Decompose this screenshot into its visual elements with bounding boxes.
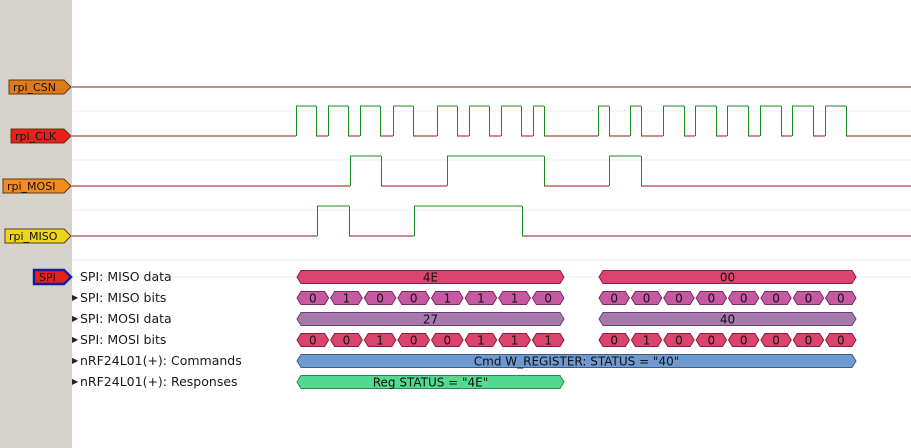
annotation-text: 0 bbox=[707, 292, 715, 306]
annotation-mosi[interactable]: 40 bbox=[598, 312, 857, 327]
annotation-miso[interactable]: 00 bbox=[598, 270, 857, 285]
annotation-row-label: SPI: MOSI bits bbox=[80, 332, 167, 347]
annotation-text: 0 bbox=[643, 292, 651, 306]
expand-row-arrow-icon[interactable]: ▶ bbox=[72, 293, 79, 302]
annotation-text: Cmd W_REGISTER: STATUS = "40" bbox=[474, 355, 680, 369]
annotation-text: 0 bbox=[610, 334, 618, 348]
annotation-text: 0 bbox=[376, 292, 384, 306]
annotation-mosi-bits[interactable]: 0 bbox=[430, 333, 464, 348]
annotation-text: 1 bbox=[511, 334, 519, 348]
annotation-mosi-bits[interactable]: 1 bbox=[363, 333, 397, 348]
annotation-text: 0 bbox=[410, 334, 418, 348]
decoder-name: SPI bbox=[39, 271, 56, 284]
annotation-text: 27 bbox=[423, 313, 438, 327]
annotation-text: 1 bbox=[544, 334, 552, 348]
annotation-text: 0 bbox=[610, 292, 618, 306]
expand-row-arrow-icon[interactable]: ▶ bbox=[72, 356, 79, 365]
annotation-miso-bits[interactable]: 0 bbox=[663, 291, 695, 306]
decoder-tag-spi[interactable]: SPI bbox=[32, 268, 73, 286]
annotation-row-label: SPI: MOSI data bbox=[80, 311, 172, 326]
annotation-text: 0 bbox=[309, 334, 317, 348]
annotation-text: 00 bbox=[720, 271, 735, 285]
annotation-mosi-bits[interactable]: 0 bbox=[695, 333, 728, 348]
annotation-mosi-bits[interactable]: 0 bbox=[663, 333, 695, 348]
annotation-miso-bits[interactable]: 1 bbox=[464, 291, 498, 306]
annotation-miso-bits[interactable]: 1 bbox=[430, 291, 464, 306]
annotation-miso-bits[interactable]: 0 bbox=[792, 291, 825, 306]
annotation-row-label: SPI: MISO data bbox=[80, 269, 172, 284]
annotation-text: 0 bbox=[707, 334, 715, 348]
annotation-row-label: nRF24L01(+): Commands bbox=[80, 353, 242, 368]
annotation-text: 40 bbox=[720, 313, 735, 327]
annotation-text: 0 bbox=[837, 292, 845, 306]
annotation-miso-bits[interactable]: 0 bbox=[531, 291, 565, 306]
annotation-text: 0 bbox=[675, 292, 683, 306]
annotation-text: 1 bbox=[511, 292, 519, 306]
channel-tag-rpi_MOSI[interactable]: rpi_MOSI bbox=[2, 178, 72, 194]
annotation-text: 1 bbox=[477, 292, 485, 306]
annotation-mosi-bits[interactable]: 0 bbox=[330, 333, 363, 348]
annotation-text: 0 bbox=[837, 334, 845, 348]
annotation-miso-bits[interactable]: 0 bbox=[363, 291, 397, 306]
annotation-mosi-bits[interactable]: 0 bbox=[296, 333, 330, 348]
annotation-text: 0 bbox=[740, 334, 748, 348]
annotation-text: 0 bbox=[772, 292, 780, 306]
expand-row-arrow-icon[interactable]: ▶ bbox=[72, 335, 79, 344]
channel-tag-rpi_CSN[interactable]: rpi_CSN bbox=[8, 79, 72, 95]
channel-name: rpi_CSN bbox=[13, 81, 56, 94]
annotation-text: 0 bbox=[805, 334, 813, 348]
annotation-mosi-bits[interactable]: 1 bbox=[630, 333, 663, 348]
channel-name: rpi_MISO bbox=[9, 230, 58, 243]
annotation-mosi-bits[interactable]: 0 bbox=[825, 333, 857, 348]
annotation-text: 0 bbox=[544, 292, 552, 306]
annotation-text: 0 bbox=[740, 292, 748, 306]
annotation-text: Reg STATUS = "4E" bbox=[373, 376, 489, 390]
annotation-text: 0 bbox=[410, 292, 418, 306]
annotation-text: 0 bbox=[805, 292, 813, 306]
annotation-mosi-bits[interactable]: 1 bbox=[464, 333, 498, 348]
annotation-mosi-bits[interactable]: 0 bbox=[760, 333, 792, 348]
expand-row-arrow-icon[interactable]: ▶ bbox=[72, 314, 79, 323]
annotation-miso-bits[interactable]: 0 bbox=[825, 291, 857, 306]
annotation-miso-bits[interactable]: 0 bbox=[296, 291, 330, 306]
channel-tag-rpi_MISO[interactable]: rpi_MISO bbox=[4, 228, 72, 244]
annotation-mosi-bits[interactable]: 1 bbox=[498, 333, 531, 348]
expand-row-arrow-icon[interactable]: ▶ bbox=[72, 377, 79, 386]
annotation-miso-bits[interactable]: 0 bbox=[760, 291, 792, 306]
channel-header-panel bbox=[0, 0, 72, 448]
annotation-mosi-bits[interactable]: 0 bbox=[397, 333, 431, 348]
annotation-cmd[interactable]: Cmd W_REGISTER: STATUS = "40" bbox=[296, 354, 857, 369]
channel-name: rpi_MOSI bbox=[7, 180, 55, 193]
annotation-miso-bits[interactable]: 0 bbox=[598, 291, 630, 306]
annotation-text: 4E bbox=[423, 271, 438, 285]
annotation-text: 1 bbox=[343, 292, 351, 306]
annotation-resp[interactable]: Reg STATUS = "4E" bbox=[296, 375, 565, 390]
annotation-text: 1 bbox=[477, 334, 485, 348]
annotation-text: 0 bbox=[343, 334, 351, 348]
annotation-miso-bits[interactable]: 0 bbox=[397, 291, 431, 306]
annotation-miso-bits[interactable]: 0 bbox=[727, 291, 760, 306]
annotation-mosi-bits[interactable]: 0 bbox=[598, 333, 630, 348]
channel-name: rpi_CLK bbox=[15, 130, 57, 143]
annotation-mosi-bits[interactable]: 0 bbox=[792, 333, 825, 348]
annotation-mosi[interactable]: 27 bbox=[296, 312, 565, 327]
annotation-row-label: nRF24L01(+): Responses bbox=[80, 374, 238, 389]
annotation-miso-bits[interactable]: 0 bbox=[695, 291, 728, 306]
channel-tag-rpi_CLK[interactable]: rpi_CLK bbox=[10, 128, 72, 144]
annotation-miso-bits[interactable]: 1 bbox=[498, 291, 531, 306]
annotation-text: 1 bbox=[376, 334, 384, 348]
annotation-mosi-bits[interactable]: 0 bbox=[727, 333, 760, 348]
annotation-text: 1 bbox=[443, 292, 451, 306]
annotation-text: 0 bbox=[675, 334, 683, 348]
annotation-text: 1 bbox=[643, 334, 651, 348]
annotation-text: 0 bbox=[309, 292, 317, 306]
annotation-text: 0 bbox=[443, 334, 451, 348]
annotation-miso[interactable]: 4E bbox=[296, 270, 565, 285]
annotation-row-label: SPI: MISO bits bbox=[80, 290, 167, 305]
annotation-mosi-bits[interactable]: 1 bbox=[531, 333, 565, 348]
annotation-miso-bits[interactable]: 0 bbox=[630, 291, 663, 306]
annotation-miso-bits[interactable]: 1 bbox=[330, 291, 363, 306]
annotation-text: 0 bbox=[772, 334, 780, 348]
